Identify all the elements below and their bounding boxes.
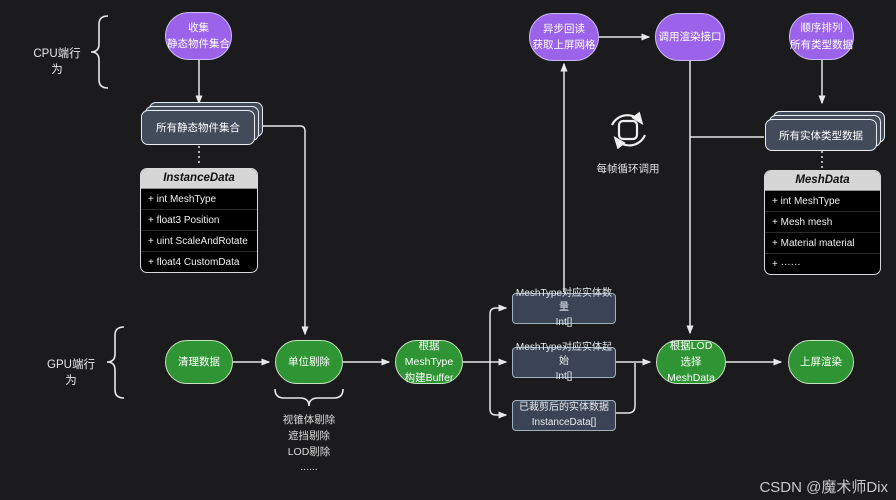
class-field: + uint ScaleAndRotate [141,231,257,252]
count-per-meshtype-box: MeshType对应实体数量 Int[] [512,288,616,328]
instance-data-title: InstanceData [141,169,257,189]
mesh-data-title: MeshData [765,171,880,191]
class-field: + ······ [772,259,801,270]
culled-instances-box: 已裁剪后的实体数据 InstanceData[] [512,400,616,431]
node-build-buffer: 根据MeshType 构建Buffer [395,340,463,384]
cpu-brace [90,15,109,89]
edge-branch-to-countbox [489,304,508,362]
loop-icon [611,111,647,150]
mesh-data-class: MeshData + int MeshType + Mesh mesh + Ma… [764,170,881,275]
entity-type-data-label: 所有实体类型数据 [765,119,877,151]
entity-type-data-store: 所有实体类型数据 [765,111,885,151]
gpu-side-label: GPU端行为 [47,359,95,387]
gpu-brace [106,326,125,399]
class-field: + int MeshType [141,189,257,210]
loop-caption: 每帧循环调用 [596,163,660,175]
node-async-readback: 异步回读 获取上屏网格 [529,13,599,61]
class-field: + float3 Position [141,210,257,231]
cull-notes: 视锥体剔除 遮挡剔除 LOD剔除 ...... [282,414,336,474]
class-field: + int MeshType [765,191,880,212]
static-objects-store: 所有静态物件集合 [141,102,263,145]
cull-underbrace [274,388,344,407]
edge-branch-to-culledbox [489,362,508,419]
node-select-by-lod: 根据LOD 选择MeshData [656,340,726,384]
node-call-render-api: 调用渲染接口 [655,13,725,61]
node-unit-cull: 单位剔除 [275,340,343,384]
node-clean-data: 清理数据 [165,340,233,384]
class-field: + Mesh mesh [765,212,880,233]
instance-data-class: InstanceData + int MeshType + float3 Pos… [140,168,258,273]
static-objects-label: 所有静态物件集合 [141,110,255,145]
cpu-side-label: CPU端行为 [33,48,81,76]
csdn-watermark: CSDN @魔术师Dix [759,479,888,496]
class-field: + float4 CustomData [148,257,240,268]
node-sort-all-types: 顺序排列 所有类型数据 [789,13,854,60]
edge-static-store-to-unit-cull [255,125,309,336]
start-per-meshtype-box: MeshType对应实体起始 Int[] [512,342,616,382]
class-field: + Material material [765,233,880,254]
node-screen-render: 上屏渲染 [788,340,854,384]
edge-culledbox-join [616,363,636,414]
node-collect-static: 收集 静态物件集合 [165,12,232,60]
